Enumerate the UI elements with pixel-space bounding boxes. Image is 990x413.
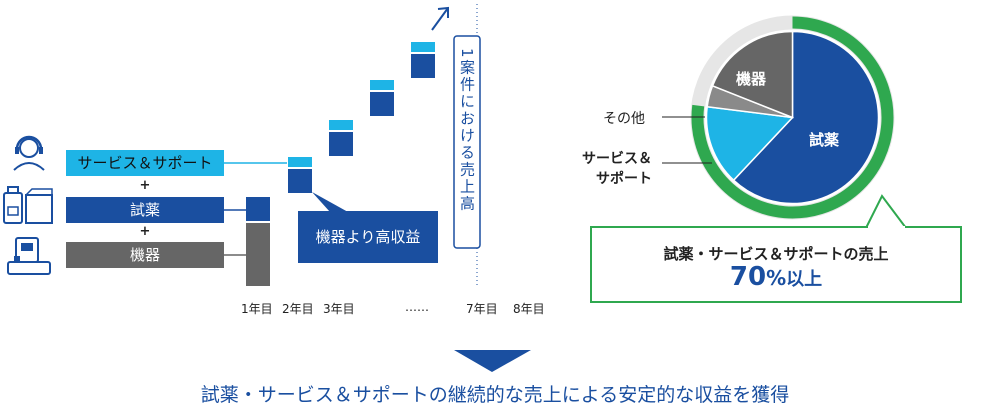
pie-highlight-ring xyxy=(691,16,894,219)
step5-services-bar xyxy=(411,42,435,52)
year1-reagent-bar xyxy=(246,197,270,221)
summary-suffix: 以上 xyxy=(786,269,823,290)
services-label-box: サービス＆サポート xyxy=(66,150,224,176)
step4-reagent-bar xyxy=(370,92,394,116)
pie-slice-services xyxy=(705,105,795,182)
summary-big-number: 70 xyxy=(729,262,767,292)
callout-text: 機器より高収益 xyxy=(315,228,421,246)
reagent-label-box: 試薬 xyxy=(66,197,224,223)
vertical-caption: 1案件における売上高 xyxy=(458,48,476,213)
pie-slice-reagent xyxy=(732,30,880,205)
plus-sign: + xyxy=(139,224,151,239)
plus-sign: + xyxy=(139,178,151,193)
summary-box-frame xyxy=(590,226,962,303)
pie-slice-equipment xyxy=(711,30,794,119)
summary-highlight: 70%以上 xyxy=(593,262,959,292)
reagent-label: 試薬 xyxy=(129,201,160,219)
reagent-bottles-icon xyxy=(3,186,53,224)
step4-services-bar xyxy=(370,80,394,90)
year-label: 3年目 xyxy=(323,302,355,316)
down-arrow-triangle xyxy=(454,350,531,372)
analyzer-device-icon xyxy=(7,237,51,275)
year3-services-bar xyxy=(329,120,353,130)
caption-frame xyxy=(453,35,481,249)
step5-reagent-bar xyxy=(411,54,435,78)
callout-pointer xyxy=(312,192,348,212)
summary-percent: % xyxy=(766,266,787,290)
pie-label-reagent: 試薬 xyxy=(809,131,840,149)
pie-label-equipment: 機器 xyxy=(736,70,767,88)
year-label: 1年目 xyxy=(241,302,273,316)
year-label: 7年目 xyxy=(466,302,498,316)
callout-box: 機器より高収益 xyxy=(298,211,438,263)
revenue-pie-chart xyxy=(690,15,895,220)
summary-box-pointer-mask xyxy=(868,226,905,229)
summary-line1: 試薬・サービス＆サポートの売上 xyxy=(663,245,889,263)
growth-arrow xyxy=(431,7,449,31)
pie-label-other: その他 xyxy=(603,111,645,127)
support-person-icon xyxy=(13,135,45,171)
services-label: サービス＆サポート xyxy=(77,154,213,172)
year1-equipment-bar xyxy=(246,223,270,286)
year-label: …… xyxy=(405,300,429,314)
year2-services-bar xyxy=(288,157,312,167)
pie-label-services: サービス＆ サポート xyxy=(582,151,652,187)
year3-reagent-bar xyxy=(329,132,353,156)
growth-arrow-head xyxy=(437,6,449,18)
equipment-label-box: 機器 xyxy=(66,242,224,268)
equipment-label: 機器 xyxy=(129,246,160,264)
footer-message: 試薬・サービス＆サポートの継続的な売上による安定的な収益を獲得 xyxy=(200,384,790,406)
year2-reagent-bar xyxy=(288,169,312,193)
year-label: 8年目 xyxy=(513,302,545,316)
year-label: 2年目 xyxy=(282,302,314,316)
summary-box-pointer xyxy=(864,194,908,229)
